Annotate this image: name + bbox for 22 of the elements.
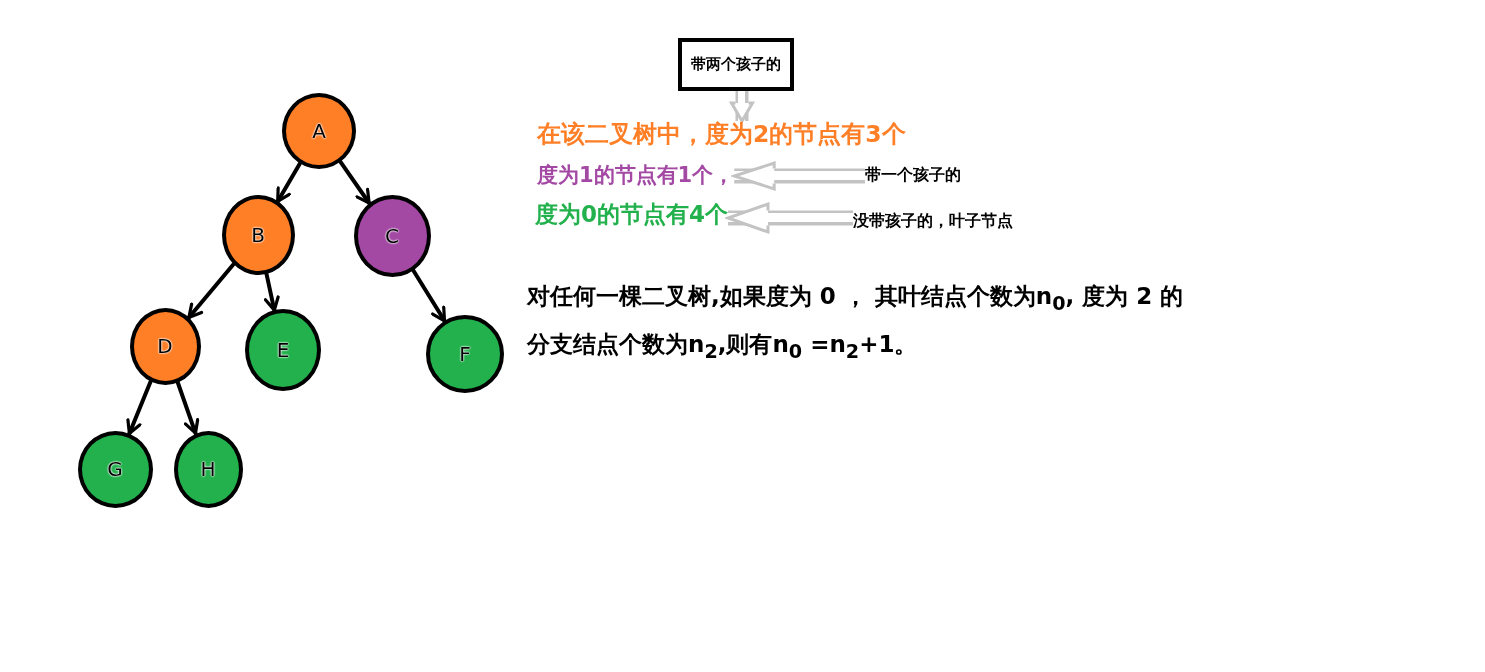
annotation-text: 度为1的节点有1个， (537, 163, 735, 188)
theorem-text: 对任何一棵二叉树,如果度为 0 ， 其叶结点个数为n$_{0}$, 度为 2 的分支结点个数为n$_{2}$,则有n$_{0}$ =n$_{2}$+1。 (527, 282, 1185, 365)
node-circle: C (353, 195, 431, 277)
arrow (275, 161, 302, 204)
arrow (411, 268, 447, 323)
arrow (175, 380, 200, 436)
node-circle: B (221, 195, 295, 275)
node-circle: F (426, 315, 504, 393)
annotation-text: 带一个孩子的 (865, 166, 961, 185)
arrow (338, 159, 372, 205)
arrow (126, 379, 153, 436)
node-circle: H (173, 430, 243, 508)
annotation-text: 度为0的节点有4个 (535, 201, 728, 228)
node-circle: D (129, 307, 201, 385)
annotation-text: 在该二叉树中，度为2的节点有3个 (537, 121, 906, 148)
node-circle: G (77, 430, 153, 508)
node-circle: A (282, 93, 356, 169)
node-circle: E (245, 309, 321, 391)
arrow (263, 271, 280, 313)
annotation-text: 没带孩子的，叶子节点 (853, 212, 1013, 231)
arrow (186, 262, 236, 320)
note-box: 带两个孩子的 (678, 38, 794, 91)
